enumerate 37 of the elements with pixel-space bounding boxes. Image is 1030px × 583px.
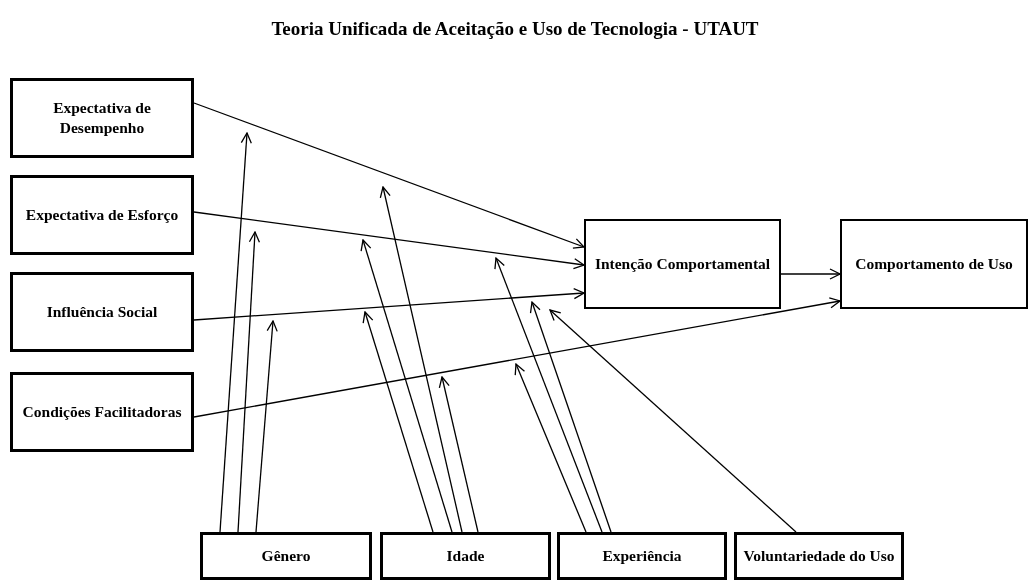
moderator-arrow xyxy=(255,320,278,533)
process-box xyxy=(200,532,372,580)
process-box xyxy=(10,372,194,452)
diagram-title: Teoria Unificada de Aceitação e Uso de Tecnologia - UTAUT xyxy=(270,18,760,40)
moderator-arrow xyxy=(494,257,603,533)
node-label: Voluntariedade do Uso xyxy=(743,545,895,566)
moderator-arrow xyxy=(362,311,434,533)
process-box xyxy=(840,219,1028,309)
process-box xyxy=(584,219,781,309)
node-label: Experiência xyxy=(602,545,682,566)
node-label: Gênero xyxy=(261,545,311,566)
node-label: Intenção Comportamental xyxy=(594,253,771,274)
node-label: Comportamento de Uso xyxy=(855,253,1013,274)
process-box xyxy=(10,78,194,158)
arrow xyxy=(780,268,841,280)
arrow xyxy=(193,102,585,249)
process-box xyxy=(557,532,727,580)
moderator-arrow xyxy=(237,231,261,533)
moderator-arrow xyxy=(514,363,587,533)
process-box xyxy=(10,272,194,352)
process-box xyxy=(10,175,194,255)
node-label: Influência Social xyxy=(46,301,158,322)
process-box xyxy=(734,532,904,580)
moderator-arrow xyxy=(529,301,612,533)
node-label: Idade xyxy=(446,545,485,566)
moderator-arrow xyxy=(438,376,479,533)
arrow xyxy=(193,297,841,418)
moderator-arrow xyxy=(549,309,797,533)
moderator-arrow xyxy=(360,239,453,533)
moderator-arrow xyxy=(219,132,252,533)
process-box xyxy=(380,532,551,580)
node-label: Expectativa de Esforço xyxy=(25,204,179,225)
arrow xyxy=(193,211,585,270)
arrow xyxy=(193,288,585,321)
moderator-arrow xyxy=(379,186,463,533)
node-label: Condições Facilitadoras xyxy=(22,401,182,422)
node-label: Expectativa de Desempenho xyxy=(52,97,152,138)
